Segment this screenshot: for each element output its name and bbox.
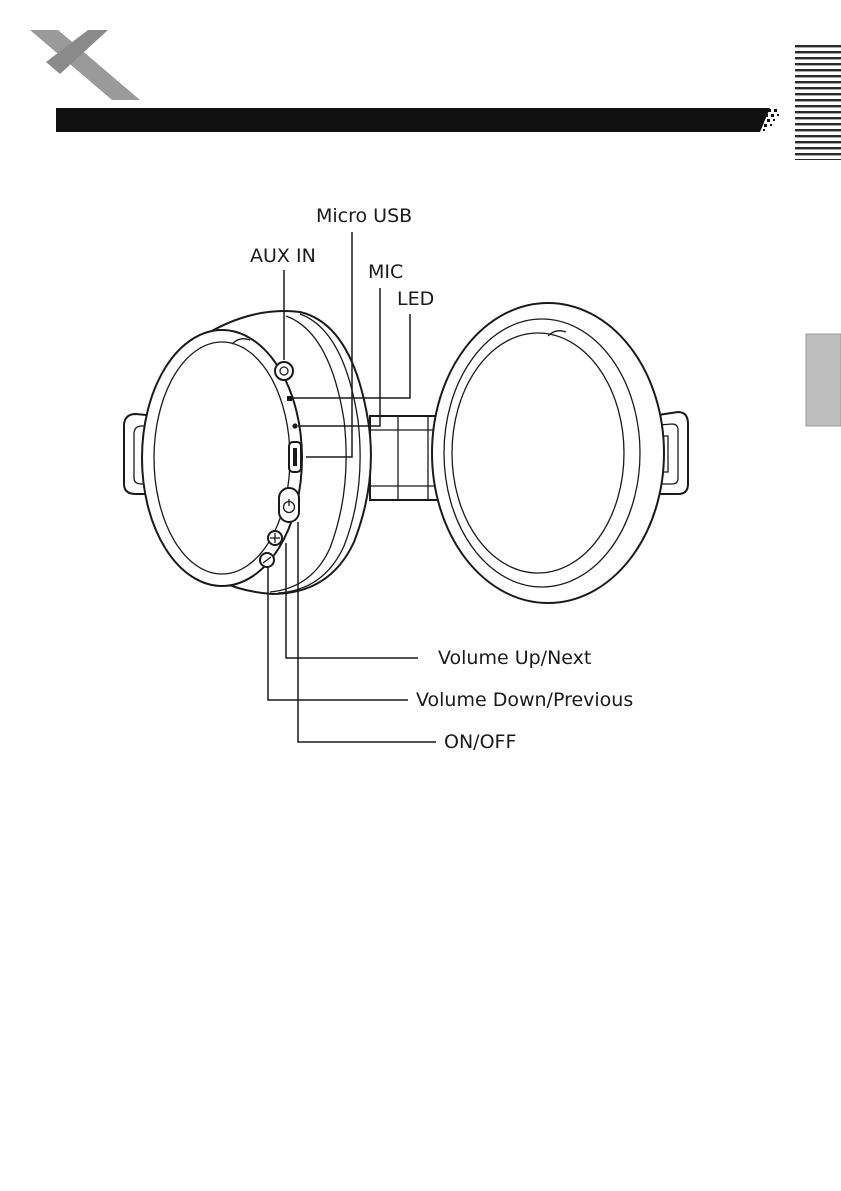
tab-stripe (795, 63, 841, 65)
tab-stripe (795, 129, 841, 131)
tab-stripe (795, 99, 841, 101)
tab-stripe (795, 123, 841, 125)
left-ear-cup: power-icon plus-icon minus-icon (0, 0, 371, 594)
tab-stripe (795, 93, 841, 95)
header-bar (56, 108, 779, 132)
label-on-off: ON/OFF (444, 731, 516, 753)
led-indicator (287, 396, 292, 401)
tab-stripe (795, 69, 841, 71)
tab-stripe (795, 105, 841, 107)
tab-stripe (795, 117, 841, 119)
label-led: LED (397, 288, 434, 310)
label-aux-in: AUX IN (250, 245, 316, 267)
tab-stripe (795, 147, 841, 149)
tab-stripe (795, 135, 841, 137)
tab-stripe (795, 141, 841, 143)
tab-stripe (795, 57, 841, 59)
tab-stripe (795, 81, 841, 83)
tab-stripe (795, 87, 841, 89)
micro-usb-port (289, 442, 301, 472)
label-mic: MIC (368, 261, 403, 283)
label-volume-down-previous: Volume Down/Previous (416, 689, 633, 711)
tab-stripe (795, 111, 841, 113)
label-volume-up-next: Volume Up/Next (438, 647, 591, 669)
aux-in-jack (275, 362, 293, 380)
mic-hole (292, 423, 297, 428)
section-tab (806, 334, 841, 426)
brand-logo: X (0, 0, 140, 100)
tab-stripe (795, 75, 841, 77)
label-micro-usb: Micro USB (316, 205, 412, 227)
tab-stripe (795, 45, 841, 47)
tab-stripe (795, 159, 841, 161)
right-ear-cup (432, 303, 664, 603)
language-tab-stripes (795, 43, 841, 161)
tab-stripe (795, 153, 841, 155)
tab-stripe (795, 51, 841, 53)
